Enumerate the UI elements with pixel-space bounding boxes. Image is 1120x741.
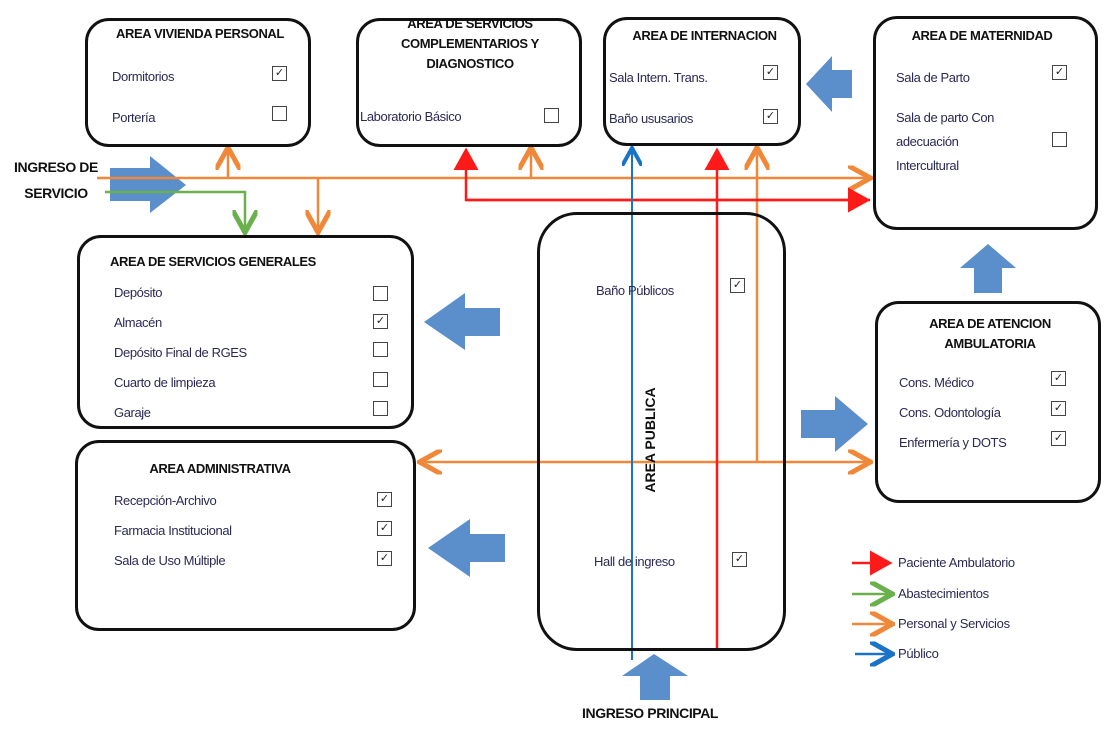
checkbox-checked[interactable]: ✓: [373, 314, 388, 329]
checkbox-unchecked[interactable]: [373, 372, 388, 387]
checkbox-unchecked[interactable]: [1052, 132, 1067, 147]
item-label: Farmacia Institucional: [114, 523, 232, 538]
legend-label-publico: Público: [898, 646, 939, 661]
checkbox-checked[interactable]: ✓: [732, 552, 747, 567]
item-label: Depósito Final de RGES: [114, 345, 247, 360]
checkbox-checked[interactable]: ✓: [377, 521, 392, 536]
area-maternidad: [873, 16, 1098, 230]
checkbox-unchecked[interactable]: [544, 108, 559, 123]
item-label: Garaje: [114, 405, 151, 420]
area-title: AREA DE SERVICIOS GENERALES: [110, 254, 316, 269]
item-label: Baño Públicos: [596, 283, 674, 298]
checkbox-unchecked[interactable]: [272, 106, 287, 121]
area-title: AREA PUBLICA: [642, 387, 658, 493]
ingreso-principal-label: INGRESO PRINCIPAL: [582, 705, 719, 721]
item-label: Enfermería y DOTS: [899, 435, 1007, 450]
paciente-flow-complementarios: [453, 147, 870, 202]
checkbox-checked[interactable]: ✓: [377, 492, 392, 507]
area-title: AREA ADMINISTRATIVA: [149, 461, 291, 476]
item-label: Cuarto de limpieza: [114, 375, 216, 390]
item-label: Sala de Uso Múltiple: [114, 553, 226, 568]
area-administrativa: [75, 440, 416, 631]
item-label: Sala de Parto: [896, 70, 970, 85]
area-servicios-generales: [77, 235, 414, 429]
area-title: AREA VIVIENDA PERSONAL: [116, 26, 284, 41]
item-label: Depósito: [114, 285, 163, 300]
checkbox-unchecked[interactable]: [373, 401, 388, 416]
maternidad-block-arrow: [960, 244, 1016, 293]
checkbox-checked[interactable]: ✓: [1051, 371, 1066, 386]
generales-block-arrow: [424, 293, 500, 350]
legend-label-abastecimientos: Abastecimientos: [898, 586, 989, 601]
checkbox-checked[interactable]: ✓: [730, 278, 745, 293]
item-label: Cons. Médico: [899, 375, 974, 390]
ingreso-principal-block-arrow: [622, 654, 688, 700]
checkbox-checked[interactable]: ✓: [1051, 431, 1066, 446]
legend-label-personal: Personal y Servicios: [898, 616, 1010, 631]
area-vivienda-personal: [85, 18, 311, 147]
checkbox-checked[interactable]: ✓: [377, 551, 392, 566]
checkbox-checked[interactable]: ✓: [272, 66, 287, 81]
area-publica: [537, 212, 786, 651]
internacion-block-arrow: [806, 56, 852, 112]
item-label: Laboratorio Básico: [360, 109, 462, 124]
ingreso-servicio-block-arrow: [110, 156, 186, 213]
item-label: Recepción-Archivo: [114, 493, 217, 508]
ingreso-servicio-label: INGRESO DE SERVICIO: [14, 159, 98, 201]
checkbox-checked[interactable]: ✓: [1052, 65, 1067, 80]
checkbox-unchecked[interactable]: [373, 286, 388, 301]
checkbox-checked[interactable]: ✓: [763, 109, 778, 124]
item-label: Dormitorios: [112, 69, 175, 84]
item-label: Sala de parto Con adecuación Intercultur…: [896, 110, 994, 173]
area-servicios-complementarios: [356, 18, 582, 147]
area-atencion-ambulatoria: [875, 301, 1101, 503]
legend-label-paciente: Paciente Ambulatorio: [898, 555, 1015, 570]
checkbox-unchecked[interactable]: [373, 342, 388, 357]
area-internacion: [603, 17, 801, 146]
item-label: Sala Intern. Trans.: [609, 70, 708, 85]
item-label: Almacén: [114, 315, 162, 330]
area-title: AREA DE MATERNIDAD: [911, 28, 1053, 43]
area-title: AREA DE SERVICIOS COMPLEMENTARIOS Y DIAG…: [401, 16, 539, 71]
checkbox-checked[interactable]: ✓: [763, 65, 778, 80]
item-label: Cons. Odontología: [899, 405, 1001, 420]
area-title: AREA DE INTERNACION: [632, 28, 777, 43]
item-label: Hall de ingreso: [594, 554, 675, 569]
item-label: Portería: [112, 110, 156, 125]
administrativa-block-arrow: [428, 519, 505, 577]
ambulatoria-block-arrow: [801, 396, 868, 452]
checkbox-checked[interactable]: ✓: [1051, 401, 1066, 416]
area-title: AREA DE ATENCION AMBULATORIA: [929, 316, 1051, 351]
item-label: Baño ususarios: [609, 111, 694, 126]
abastecimientos-flow: [105, 190, 245, 230]
